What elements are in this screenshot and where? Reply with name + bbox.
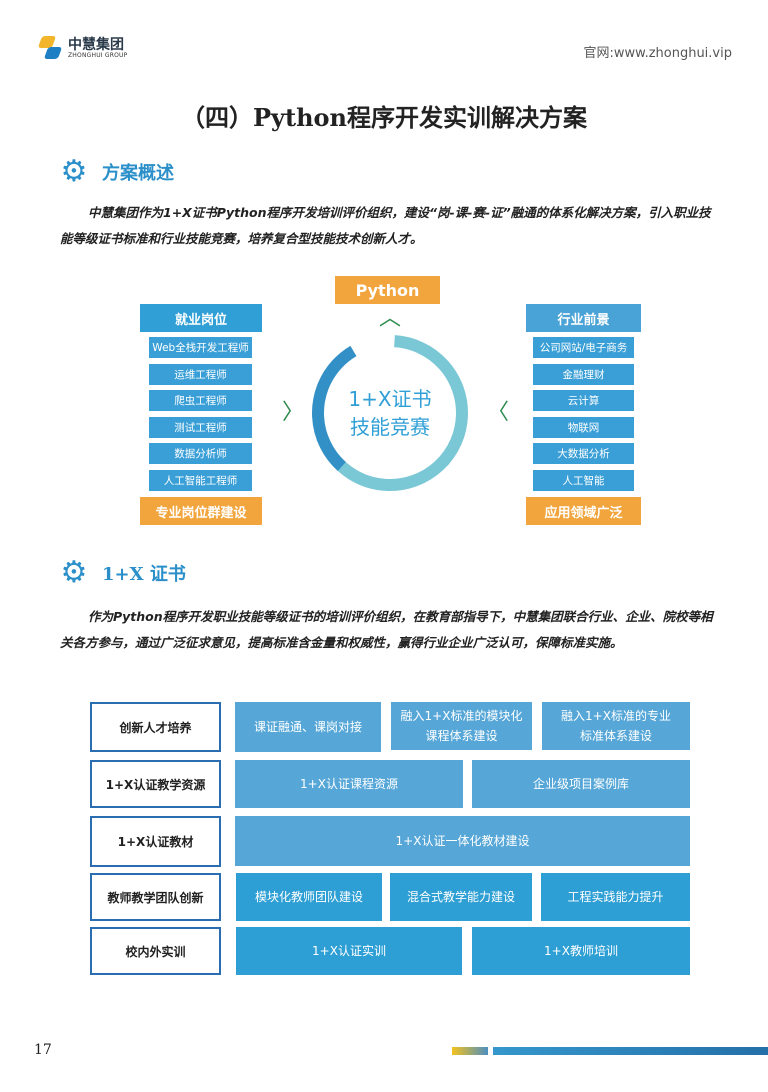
footer-bar	[493, 1047, 768, 1055]
website-text: 官网:www.zhonghui.vip	[583, 46, 732, 61]
center-line-1: 1+X证书	[348, 387, 432, 411]
table-cell: 企业级项目案例库	[472, 760, 690, 808]
row-label: 1+X认证教材	[90, 816, 221, 867]
left-item: 运维工程师	[149, 364, 252, 385]
table-cell: 1+X认证实训	[236, 927, 462, 975]
row-label: 创新人才培养	[90, 702, 221, 752]
chevron-right-icon: 〉	[282, 400, 305, 425]
gear-icon: ⚙	[60, 555, 88, 590]
certificate-paragraph: 作为Python程序开发职业技能等级证书的培训评价组织，在教育部指导下，中慧集团…	[60, 609, 713, 650]
gear-icon: ⚙	[60, 154, 88, 189]
left-item: 爬虫工程师	[149, 390, 252, 411]
right-item: 云计算	[533, 390, 634, 411]
right-item: 物联网	[533, 417, 634, 438]
section-overview-heading: ⚙ 方案概述	[60, 154, 174, 189]
page-title: （四）Python程序开发实训解决方案	[181, 103, 587, 132]
section-title: 方案概述	[102, 163, 174, 184]
row-label: 教师教学团队创新	[90, 873, 221, 921]
right-footer: 应用领域广泛	[526, 497, 641, 525]
overview-paragraph: 中慧集团作为1+X证书Python程序开发培训评价组织，建设“岗-课-赛-证”融…	[60, 205, 711, 246]
python-box: Python	[335, 276, 440, 304]
left-header: 就业岗位	[140, 304, 262, 332]
footer-accent-bar	[452, 1047, 488, 1055]
page-number: 17	[34, 1042, 52, 1058]
table-cell: 1+X认证课程资源	[235, 760, 463, 808]
table-cell: 1+X认证一体化教材建设	[235, 816, 690, 866]
row-label: 1+X认证教学资源	[90, 760, 221, 808]
left-footer: 专业岗位群建设	[140, 497, 262, 525]
right-item: 人工智能	[533, 470, 634, 491]
logo-icon	[38, 36, 64, 60]
right-header: 行业前景	[526, 304, 641, 332]
center-text: 1+X证书 技能竞赛	[316, 385, 464, 441]
section-certificate-heading: ⚙ 1+X 证书	[60, 555, 186, 590]
right-item: 公司网站/电子商务	[533, 337, 634, 358]
row-label: 校内外实训	[90, 927, 221, 975]
chevron-left-icon: 〈	[487, 400, 510, 425]
ring-light-arc	[312, 335, 468, 491]
table-cell: 融入1+X标准的模块化课程体系建设	[391, 702, 532, 750]
table-cell: 融入1+X标准的专业标准体系建设	[542, 702, 690, 750]
left-item: Web全栈开发工程师	[149, 337, 252, 358]
left-item: 人工智能工程师	[149, 470, 252, 491]
table-cell: 工程实践能力提升	[541, 873, 690, 921]
company-logo: 中慧集团 ZHONGHUI GROUP	[38, 36, 127, 60]
right-item: 大数据分析	[533, 443, 634, 464]
chevron-up-icon: ︿	[379, 306, 402, 331]
right-item: 金融理财	[533, 364, 634, 385]
section-title: 1+X 证书	[102, 564, 186, 585]
table-cell: 混合式教学能力建设	[390, 873, 532, 921]
table-cell: 课证融通、课岗对接	[235, 702, 381, 752]
left-item: 数据分析师	[149, 443, 252, 464]
center-line-2: 技能竞赛	[350, 415, 430, 439]
logo-cn: 中慧集团	[68, 36, 124, 53]
logo-en: ZHONGHUI GROUP	[68, 51, 128, 59]
left-item: 测试工程师	[149, 417, 252, 438]
table-cell: 1+X教师培训	[472, 927, 690, 975]
center-ring	[312, 335, 468, 491]
table-cell: 模块化教师团队建设	[236, 873, 382, 921]
